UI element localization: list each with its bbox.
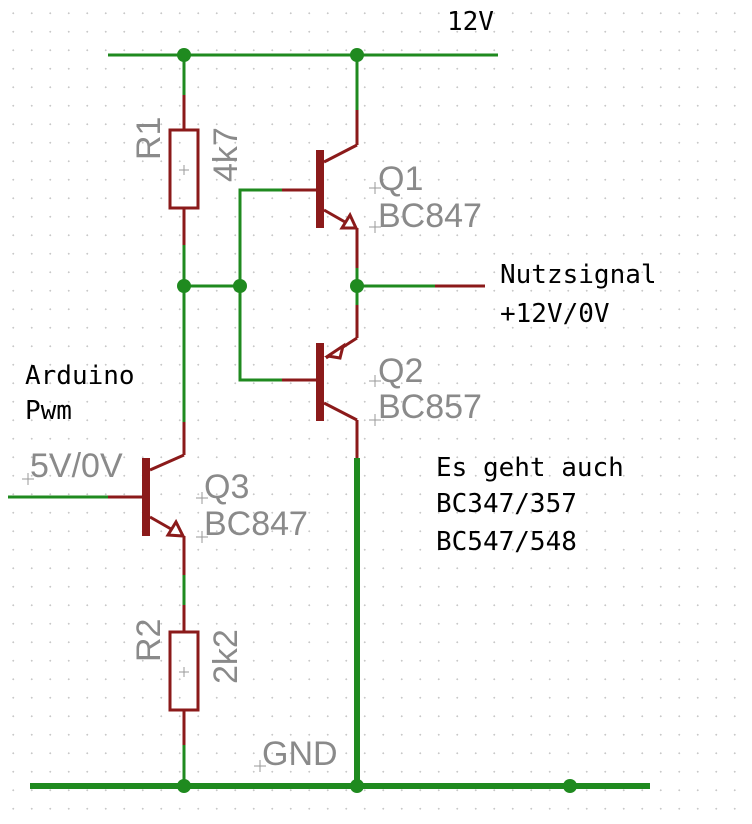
note-line2: BC347/357 [436, 489, 577, 519]
transistor-q2[interactable] [282, 305, 359, 458]
q2-value: BC857 [378, 388, 482, 426]
gnd-label: GND [262, 735, 338, 773]
q2-name: Q2 [378, 352, 423, 390]
junction-node [177, 779, 191, 793]
r2-value: 2k2 [207, 629, 245, 684]
r1-name: R1 [130, 117, 168, 160]
note-line3: BC547/548 [436, 527, 577, 557]
note-line1: Es geht auch [436, 453, 624, 483]
input-level-label: 5V/0V [30, 447, 123, 485]
r2-name: R2 [130, 619, 168, 662]
transistor-q1[interactable] [282, 110, 359, 268]
q3-name: Q3 [204, 468, 249, 506]
junction-node [177, 279, 191, 293]
supply-label: 12V [447, 7, 494, 37]
junction-node [350, 779, 364, 793]
junction-node [563, 779, 577, 793]
input-label-line2: Pwm [25, 396, 72, 426]
r1-value: 4k7 [207, 127, 245, 182]
junction-node [177, 48, 191, 62]
q3-value: BC847 [204, 505, 308, 543]
wires [8, 53, 650, 789]
origin-marks [22, 182, 381, 772]
output-label-line2: +12V/0V [500, 299, 610, 329]
junction-node [233, 279, 247, 293]
resistor-r1[interactable] [168, 95, 200, 245]
input-label-line1: Arduino [25, 361, 135, 391]
junction-node [350, 279, 364, 293]
transistor-q3[interactable] [108, 422, 186, 575]
junctions [177, 48, 577, 793]
resistor-r2[interactable] [168, 605, 200, 745]
junction-node [350, 48, 364, 62]
q1-name: Q1 [378, 160, 423, 198]
output-label-line1: Nutzsignal [500, 260, 657, 290]
q1-value: BC847 [378, 197, 482, 235]
